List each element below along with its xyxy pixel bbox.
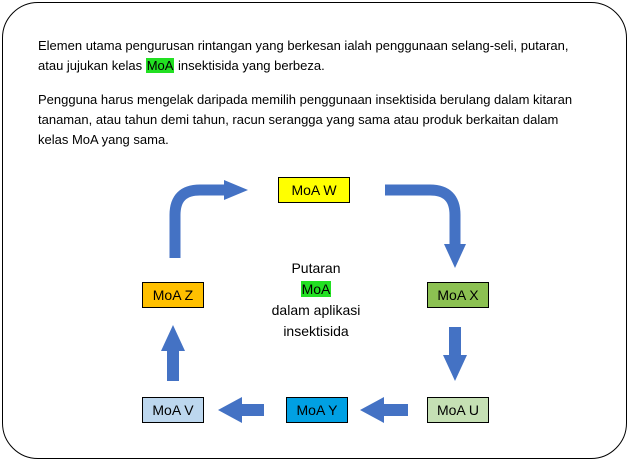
center-moa-highlight: MoA [300,281,332,297]
moa-x-label: MoA X [437,287,479,303]
moa-v-label: MoA V [152,402,194,418]
arrow-u-to-y [360,397,408,423]
guidance-paragraph: Pengguna harus mengelak daripada memilih… [38,90,598,150]
center-line2: dalam aplikasi [271,302,361,318]
moa-y-label: MoA Y [296,402,338,418]
moa-z-label: MoA Z [152,287,194,303]
center-line1: Putaran [291,260,341,276]
guidance-line3: kelas MoA yang sama. [38,132,169,147]
guidance-line2: tanaman, atau tahun demi tahun, racun se… [38,112,559,127]
guidance-line1: Pengguna harus mengelak daripada memilih… [38,92,573,107]
arrow-y-to-v [218,397,264,423]
intro-paragraph: Elemen utama pengurusan rintangan yang b… [38,36,598,76]
moa-w-box: MoA W [278,177,350,203]
moa-w-label: MoA W [291,182,337,198]
moa-v-box: MoA V [142,397,204,423]
moa-y-box: MoA Y [286,397,348,423]
moa-highlight: MoA [145,58,175,73]
moa-z-box: MoA Z [142,282,204,308]
content-card [2,2,627,459]
moa-u-label: MoA U [436,402,479,418]
center-line3: insektisida [283,323,349,339]
moa-x-box: MoA X [427,282,489,308]
arrow-x-to-u [443,327,467,381]
arrow-z-to-w [169,180,248,258]
arrow-w-to-x [385,184,466,268]
arrow-v-to-z [161,325,185,381]
intro-text-line2b: insektisida yang berbeza. [174,58,325,73]
intro-text-line2a: atau jujukan kelas [38,58,146,73]
center-caption: Putaran MoA dalam aplikasi insektisida [250,258,382,342]
moa-u-box: MoA U [427,397,489,423]
intro-text-line1: Elemen utama pengurusan rintangan yang b… [38,38,569,53]
